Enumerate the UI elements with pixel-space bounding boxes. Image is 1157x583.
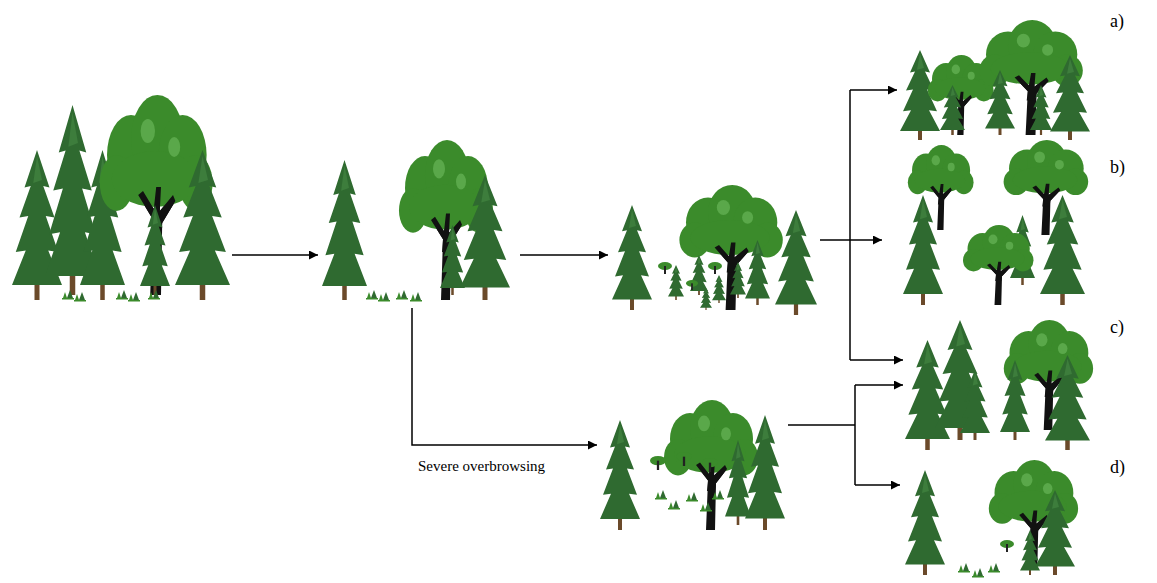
scenario-letter: a) xyxy=(1110,12,1124,32)
opened-forest xyxy=(322,140,510,302)
annotation-label: Severe overbrowsing xyxy=(418,458,545,475)
overbrowsed-forest xyxy=(600,400,785,530)
scenario-letter: d) xyxy=(1110,458,1125,478)
outcome-forest xyxy=(903,140,1088,305)
mature-forest xyxy=(12,95,230,302)
scenario-letter: c) xyxy=(1110,318,1124,338)
outcome-forest xyxy=(905,460,1078,578)
outcome-forest xyxy=(905,320,1093,450)
outcome-forest xyxy=(900,20,1090,140)
scenario-letter: b) xyxy=(1110,158,1125,178)
flow-arrows xyxy=(232,90,903,485)
regenerating-forest xyxy=(612,185,817,315)
